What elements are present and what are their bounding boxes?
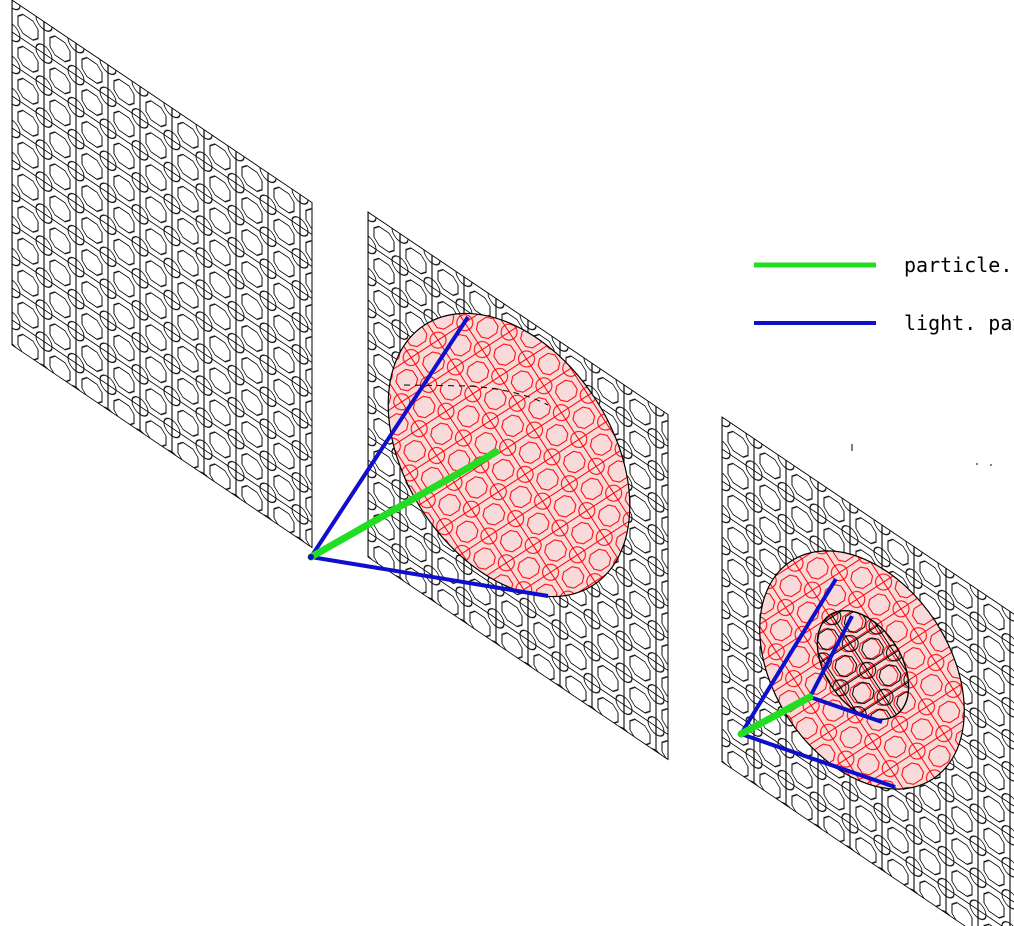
legend: particle. pat light. path [754,253,1014,335]
light-ray [739,577,838,736]
light-ray [808,615,854,698]
particle-ray [307,448,500,561]
ellipse-footprint-middle [387,312,631,598]
light-ray [310,555,549,598]
stray-marks [851,444,992,466]
light-ray [809,695,883,724]
light-ray [309,315,470,559]
rays-middle [307,315,549,598]
legend-label-light: light. path [904,311,1014,335]
ring-footprint-right [759,550,965,790]
legend-label-particle: particle. pat [904,253,1014,277]
light-ray [740,732,896,789]
particle-ray [737,693,814,738]
rays-right [737,577,896,789]
plane-left [11,0,313,549]
